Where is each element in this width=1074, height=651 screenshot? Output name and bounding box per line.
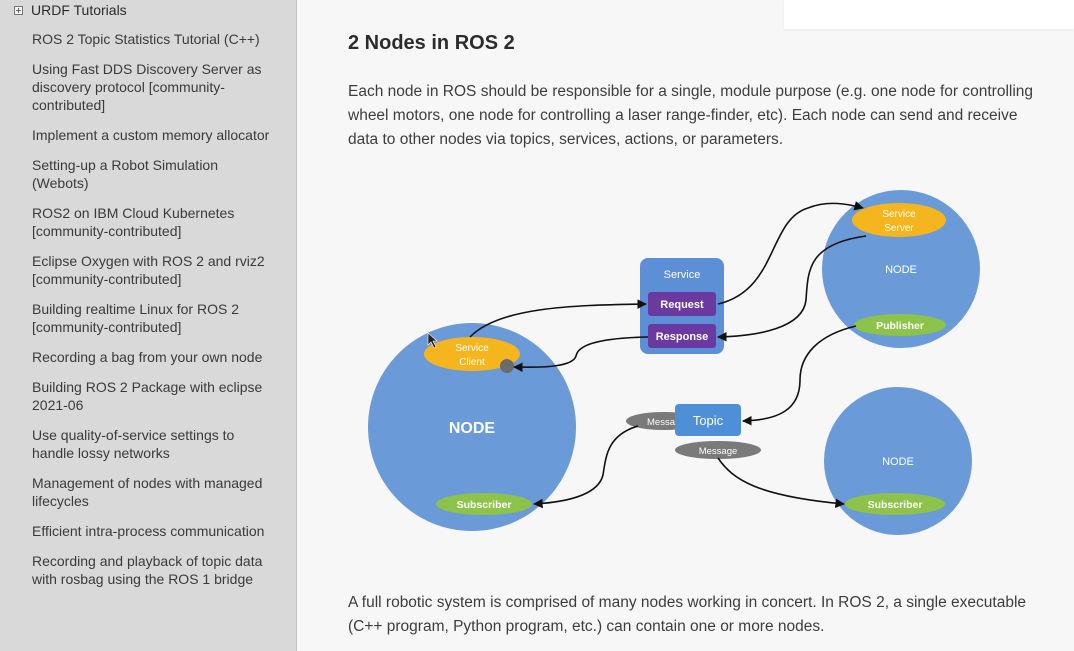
expand-icon[interactable]	[14, 5, 23, 15]
topic-label: Topic	[693, 413, 724, 428]
subscriber-right-label: Subscriber	[868, 499, 923, 511]
sidebar-tutorial-list: ROS 2 Topic Statistics Tutorial (C++) Us…	[32, 30, 272, 600]
publisher-pill	[854, 314, 946, 336]
arrow-publisher-to-topic	[742, 325, 857, 426]
arrow-topic-to-subscriber-right	[717, 457, 845, 508]
top-right-overlay	[784, 0, 1074, 29]
page-title: 2 Nodes in ROS 2	[348, 32, 515, 54]
sidebar-item[interactable]: Efficient intra-process communication	[32, 523, 265, 539]
sidebar-item[interactable]: Eclipse Oxygen with ROS 2 and rviz2 [com…	[32, 253, 265, 287]
nodes-diagram: NODE NODE NODE Service Request Response …	[348, 180, 1048, 560]
sidebar-item[interactable]: ROS2 on IBM Cloud Kubernetes [community-…	[32, 205, 235, 239]
sidebar-item[interactable]: Management of nodes with managed lifecyc…	[32, 475, 263, 509]
response-label: Response	[656, 331, 709, 343]
request-block	[648, 292, 716, 316]
sidebar-item[interactable]: Building realtime Linux for ROS 2 [commu…	[32, 301, 239, 335]
service-client-label-line1: Service	[455, 343, 489, 354]
sidebar-item[interactable]: Use quality-of-service settings to handl…	[32, 427, 235, 461]
service-server-ellipse	[852, 203, 946, 237]
sidebar-item[interactable]: Using Fast DDS Discovery Server as disco…	[32, 61, 262, 113]
topic-box	[675, 404, 741, 436]
service-client-label-line2: Client	[459, 357, 485, 368]
request-label: Request	[660, 299, 704, 311]
arrow-request-to-server	[717, 201, 864, 305]
sidebar-section-label: URDF Tutorials	[31, 2, 127, 18]
subscriber-left-label: Subscriber	[457, 499, 512, 511]
intro-paragraph: Each node in ROS should be responsible f…	[348, 83, 1034, 148]
sidebar-item[interactable]: ROS 2 Topic Statistics Tutorial (C++)	[32, 31, 260, 47]
service-client-port	[500, 359, 514, 373]
sidebar-item[interactable]: Recording and playback of topic data wit…	[32, 553, 263, 587]
summary-paragraph: A full robotic system is comprised of ma…	[348, 594, 1027, 635]
node-circle-large	[368, 323, 576, 531]
sidebar-item[interactable]: Setting-up a Robot Simulation (Webots)	[32, 157, 218, 191]
node-label-top-right: NODE	[885, 264, 917, 276]
message-left-label: Messa	[647, 417, 676, 428]
service-client-ellipse	[424, 337, 520, 371]
message-ellipse-below	[675, 441, 761, 459]
docs-sidebar: URDF Tutorials ROS 2 Topic Statistics Tu…	[0, 0, 297, 651]
sidebar-item[interactable]: Recording a bag from your own node	[32, 349, 263, 365]
sidebar-section-urdf-tutorials[interactable]: URDF Tutorials	[14, 0, 127, 20]
service-label: Service	[664, 269, 701, 281]
main-content: 2 Nodes in ROS 2 Each node in ROS should…	[297, 0, 1074, 651]
mouse-cursor-icon	[427, 332, 438, 349]
service-server-label-line1: Service	[882, 209, 916, 220]
sidebar-item[interactable]: Implement a custom memory allocator	[32, 127, 270, 143]
service-server-label-line2: Server	[884, 223, 914, 234]
node-label-large: NODE	[449, 420, 496, 437]
message-below-label: Message	[699, 446, 738, 457]
sidebar-item[interactable]: Building ROS 2 Package with eclipse 2021…	[32, 379, 263, 413]
response-block	[648, 324, 716, 348]
subscriber-pill-right	[845, 493, 945, 515]
node-label-bottom-right: NODE	[882, 456, 914, 468]
subscriber-pill-left	[436, 493, 532, 515]
arrow-response-to-client	[513, 336, 649, 373]
arrow-client-to-request	[469, 299, 647, 338]
arrow-server-to-response	[717, 235, 867, 342]
publisher-label: Publisher	[876, 320, 924, 332]
arrow-topic-to-subscriber-left	[533, 425, 639, 509]
